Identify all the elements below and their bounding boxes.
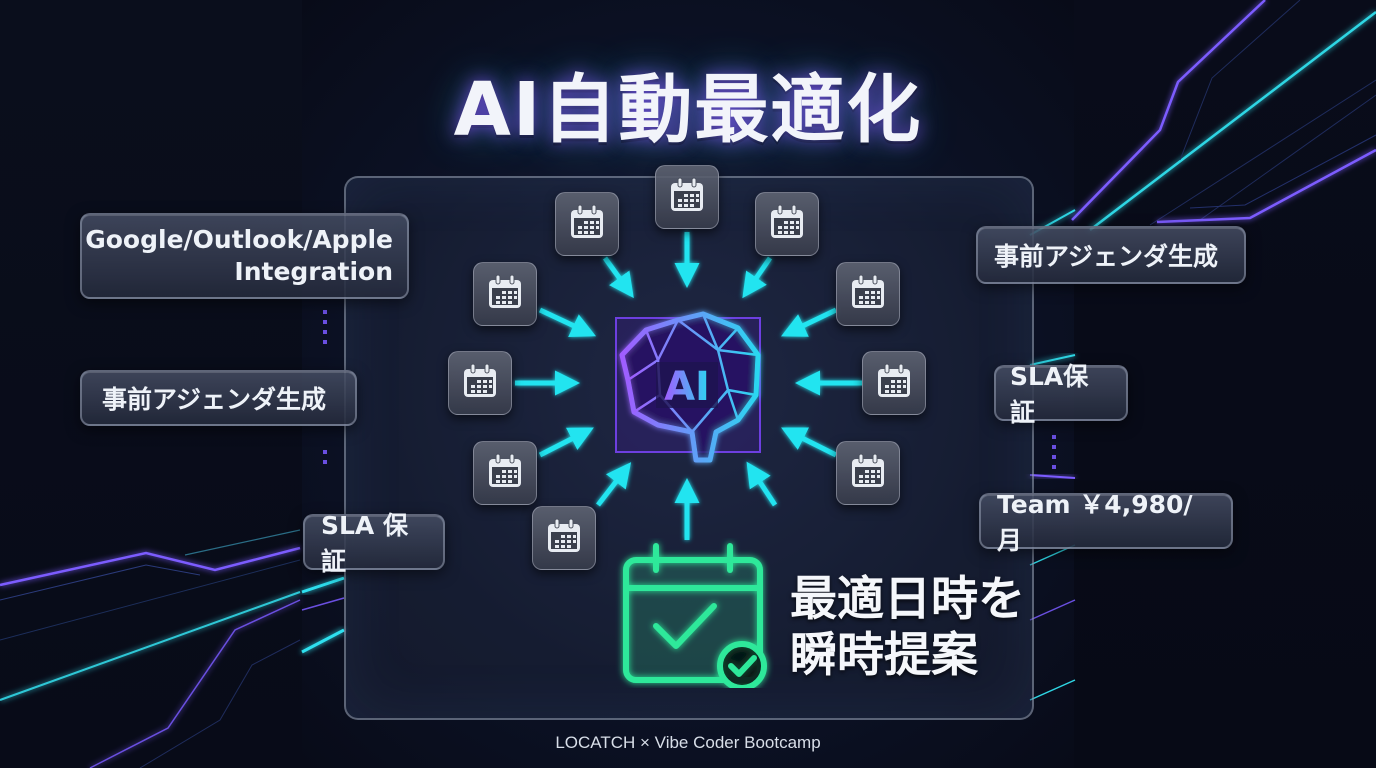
calendar-tile [473, 262, 537, 326]
calendar-icon [460, 361, 500, 405]
sla-label: SLA 保証 [321, 511, 408, 576]
calendar-tile [755, 192, 819, 256]
calendar-icon [874, 361, 914, 405]
calendar-tile [555, 192, 619, 256]
page-title: AI自動最適化 [453, 67, 923, 153]
integration-line2: Integration [234, 257, 393, 286]
feature-pill-sla-right: SLA保証 [994, 362, 1128, 427]
ai-brain-icon: AI [615, 311, 761, 463]
footer-credit: LOCATCH × Vibe Coder Bootcamp [555, 733, 821, 752]
calendar-tile [655, 165, 719, 229]
result-caption: 最適日時を 瞬時提案 [790, 572, 1025, 684]
calendar-icon [767, 202, 807, 246]
calendar-tile [862, 351, 926, 415]
agenda-label: 事前アジェンダ生成 [994, 242, 1219, 271]
feature-pill-team-price: Team ￥4,980/月 [979, 490, 1233, 555]
calendar-icon [544, 516, 584, 560]
price-label: Team ￥4,980/月 [997, 490, 1193, 555]
result-line1: 最適日時を [790, 572, 1025, 627]
feature-pill-sla-left: SLA 保証 [303, 511, 445, 576]
calendar-icon [667, 175, 707, 219]
feature-pill-agenda-left: 事前アジェンダ生成 [80, 370, 357, 426]
calendar-icon [485, 451, 525, 495]
feature-pill-calendar-integration: Google/Outlook/Apple Integration [80, 213, 409, 299]
result-line2: 瞬時提案 [790, 628, 978, 683]
calendar-check-icon [623, 543, 767, 688]
calendar-tile [448, 351, 512, 415]
sla-label: SLA保証 [1010, 362, 1089, 427]
calendar-tile [532, 506, 596, 570]
calendar-icon [567, 202, 607, 246]
calendar-tile [473, 441, 537, 505]
svg-text:AI: AI [664, 364, 710, 410]
agenda-label: 事前アジェンダ生成 [102, 385, 327, 414]
calendar-tile [836, 262, 900, 326]
calendar-icon [848, 451, 888, 495]
calendar-icon [485, 272, 525, 316]
calendar-icon [848, 272, 888, 316]
calendar-tile [836, 441, 900, 505]
integration-line1: Google/Outlook/Apple [85, 225, 393, 254]
feature-pill-agenda-right: 事前アジェンダ生成 [976, 226, 1246, 284]
